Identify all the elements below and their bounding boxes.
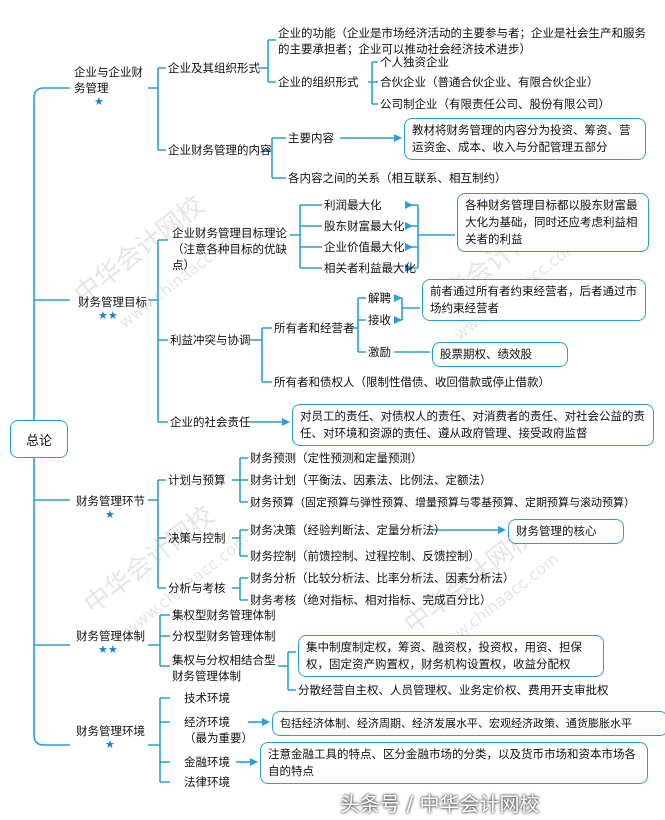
b2-owner-creditor: 所有者和债权人（限制性借债、收回借款或停止借款）	[274, 375, 550, 389]
b2-incentive: 激励	[368, 345, 391, 359]
b2-goal-stakeholder: 相关者利益最大化	[324, 261, 416, 275]
b3-plan-budget: 计划与预算	[168, 473, 226, 487]
b3-core-box: 财务管理的核心	[508, 519, 624, 544]
b1-relations: 各内容之间的关系（相互联系、相互制约）	[288, 171, 507, 185]
b1-corporation: 公司制企业（有限责任公司、股份有限公司）	[380, 97, 610, 111]
b2-goal-theory: 企业财务管理目标理论（注意各种目标的优缺点）	[172, 226, 287, 272]
b3-decision-control: 决策与控制	[168, 531, 226, 545]
b2-conflict: 利益冲突与协调	[170, 333, 251, 347]
b5-economic-box: 包括经济体制、经济周期、经济发展水平、宏观经济政策、通货膨胀水平	[272, 711, 665, 736]
branch-1-stars: ★	[94, 95, 104, 108]
b1-partnership: 合伙企业（普通合伙企业、有限合伙企业）	[380, 75, 599, 89]
b3-budget: 财务预算（固定预算与弹性预算、增量预算与零基预算、定期预算与滚动预算）	[250, 496, 635, 509]
b2-constraint-box: 前者通过所有者约束经营者，后者通过市场约束经营者	[422, 279, 646, 321]
b5-tech: 技术环境	[184, 691, 230, 705]
b1-org-forms: 企业及其组织形式	[168, 61, 260, 75]
b4-decentralized: 分权型财务管理体制	[172, 629, 276, 643]
footer-watermark: 头条号 / 中华会计网校	[340, 792, 540, 816]
b2-incentive-box: 股票期权、绩效股	[432, 342, 568, 367]
b2-goal-profit: 利润最大化	[324, 198, 382, 212]
branch-2-stars: ★★	[98, 309, 118, 322]
branch-2-title: 财务管理目标	[78, 295, 147, 309]
branch-4-title: 财务管理体制	[76, 629, 145, 643]
b2-owner-manager: 所有者和经营者	[274, 321, 355, 335]
b3-decision: 财务决策（经验判断法、定量分析法）	[250, 523, 446, 537]
branch-5-title: 财务管理环境	[76, 724, 145, 738]
b1-main-content: 主要内容	[288, 131, 334, 145]
b5-financial: 金融环境	[184, 755, 230, 769]
b3-analysis: 财务分析（比较分析法、比率分析法、因素分析法）	[250, 571, 515, 585]
b3-forecast: 财务预测（定性预测和定量预测）	[250, 451, 423, 465]
b1-sole-prop: 个人独资企业	[380, 55, 449, 69]
root-node: 总论	[10, 420, 68, 458]
b3-analysis-eval: 分析与考核	[168, 581, 226, 595]
b1-functions: 企业的功能（企业是市场经济活动的主要参与者；企业是社会生产和服务的主要承担者；企…	[278, 26, 646, 56]
branch-3-title: 财务管理环节	[76, 494, 145, 508]
b3-evaluation: 财务考核（绝对指标、相对指标、完成百分比）	[250, 593, 492, 607]
b4-hybrid: 集权与分权相结合型财务管理体制	[172, 653, 276, 683]
branch-3-stars: ★	[105, 508, 115, 521]
b1-content: 企业财务管理的内容	[168, 143, 272, 157]
b4-centralized: 集权型财务管理体制	[172, 608, 276, 622]
b4-decentralized-rights: 分散经营自主权、人员管理权、业务定价权、费用开支审批权	[298, 683, 609, 697]
b2-goal-box: 各种财务管理目标都以股东财富最大化为基础，同时还应考虑利益相关者的利益	[457, 193, 649, 252]
b2-takeover: 接收	[368, 313, 391, 327]
b5-economic: 经济环境（最为重要）	[184, 715, 253, 745]
b2-social-box: 对员工的责任、对债权人的责任、对消费者的责任、对社会公益的责任、对环境和资源的责…	[292, 404, 654, 446]
b5-legal: 法律环境	[184, 775, 230, 789]
b2-goal-shareholder: 股东财富最大化	[324, 219, 405, 233]
b2-goal-value: 企业价值最大化	[324, 240, 405, 254]
b1-org-types: 企业的组织形式	[278, 75, 359, 89]
branch-1-title: 企业与企业财务管理	[74, 65, 143, 95]
root-label: 总论	[25, 433, 52, 449]
b4-centralized-rights-box: 集中制度制定权，筹资、融资权，投资权，用资、担保权，固定资产购置权，财务机构设置…	[298, 635, 604, 677]
b1-content-box: 教材将财务管理的内容分为投资、筹资、营运资金、成本、收入与分配管理五部分	[404, 118, 646, 160]
b3-plan: 财务计划（平衡法、因素法、比例法、定额法）	[250, 473, 492, 487]
b3-control: 财务控制（前馈控制、过程控制、反馈控制）	[250, 549, 480, 563]
b2-social-resp: 企业的社会责任	[170, 415, 251, 429]
b2-dismiss: 解聘	[368, 291, 391, 305]
branch-4-stars: ★★	[98, 643, 118, 656]
b5-financial-box: 注意金融工具的特点、区分金融市场的分类，以及货币市场和资本市场各自的特点	[260, 742, 648, 784]
branch-5-stars: ★	[105, 738, 115, 751]
